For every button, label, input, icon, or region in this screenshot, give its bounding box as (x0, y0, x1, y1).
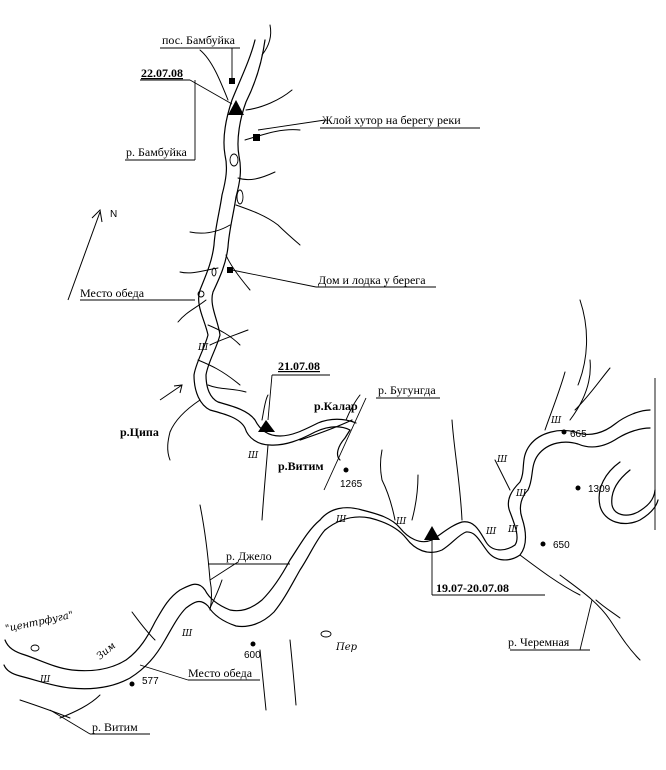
label-camp-2107: 21.07.08 (278, 359, 320, 373)
markers (129, 78, 581, 687)
point-650-dot (540, 541, 546, 547)
svg-text:Ш: Ш (247, 451, 259, 461)
label-camp-1907: 19.07-20.07.08 (436, 581, 509, 595)
label-lunch-bottom: Место обеда (188, 666, 253, 680)
svg-text:Ш: Ш (335, 515, 347, 525)
label-bugungda: р. Бугунгда (378, 383, 436, 397)
label-577: 577 (142, 676, 159, 687)
main-river (3, 39, 659, 690)
point-577-dot (129, 681, 135, 687)
islands (30, 153, 332, 652)
label-bambuyka-village: пос. Бамбуйка (162, 33, 236, 47)
label-cheremnaya: р. Черемная (508, 635, 570, 649)
label-zim: Зим (95, 640, 118, 662)
rapids-marks: Ш Ш Ш Ш Ш Ш Ш Ш Ш Ш Ш (39, 343, 562, 685)
label-665: 665 (570, 429, 587, 440)
north-arrow: N (67, 208, 117, 301)
svg-text:Ш: Ш (496, 455, 508, 465)
svg-text:Ш: Ш (507, 525, 519, 535)
label-house-boat: Дом и лодка у берега (318, 273, 426, 287)
camp-marker-1907 (424, 526, 440, 540)
label-camp-2207: 22.07.08 (141, 66, 183, 80)
label-tsipa: р.Ципа (120, 425, 159, 439)
leader-lines (49, 47, 656, 735)
farm-marker (253, 134, 260, 141)
label-farm: Жлой хутор на берегу реки (322, 113, 461, 127)
svg-text:Ш: Ш (485, 527, 497, 537)
map-labels: пос. Бамбуйка 22.07.08 Жлой хутор на бер… (4, 33, 610, 734)
label-centrifuge: "центрфуга" (4, 610, 74, 635)
north-label: N (110, 209, 117, 220)
svg-text:Ш: Ш (550, 416, 562, 426)
point-600-dot (250, 641, 256, 647)
camp-marker-2207 (228, 100, 244, 115)
label-bambuyka-river: р. Бамбуйка (126, 145, 188, 159)
label-1265: 1265 (340, 479, 363, 490)
label-1309: 1309 (588, 484, 611, 495)
label-dzhelo: р. Джело (226, 549, 272, 563)
point-1265-dot (343, 467, 349, 473)
camp-marker-2107 (258, 420, 275, 432)
label-650: 650 (553, 540, 570, 551)
label-kalar: р.Калар (314, 399, 358, 413)
point-665-dot (561, 429, 567, 435)
label-600: 600 (244, 650, 261, 661)
label-vitim-bottom: р. Витим (92, 720, 138, 734)
svg-text:Ш: Ш (39, 675, 51, 685)
flow-arrow (159, 384, 183, 401)
label-vitim-mid: р.Витим (278, 459, 324, 473)
svg-text:Ш: Ш (197, 343, 209, 353)
label-lunch-top: Место обеда (80, 286, 145, 300)
svg-text:Ш: Ш (515, 489, 527, 499)
svg-text:Ш: Ш (395, 517, 407, 527)
point-1309-dot (575, 485, 581, 491)
house-marker (227, 267, 233, 273)
label-per: Пер (335, 642, 358, 653)
svg-text:Ш: Ш (181, 629, 193, 639)
tributaries (19, 24, 641, 719)
village-marker (229, 78, 235, 84)
